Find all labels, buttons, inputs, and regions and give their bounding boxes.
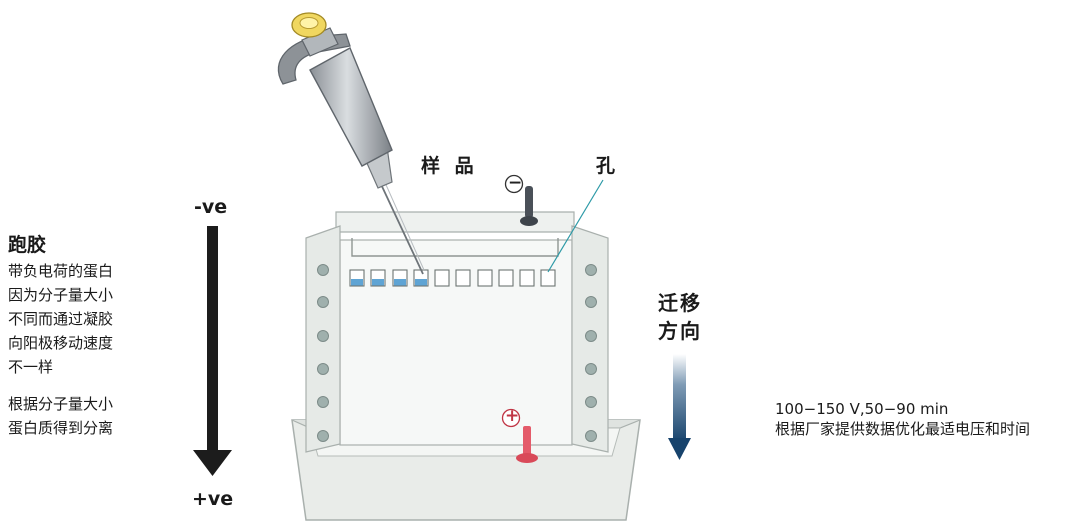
- well-label: 孔: [596, 155, 620, 177]
- migration-direction-line2: 方向: [658, 319, 702, 343]
- current-arrow: [193, 226, 232, 476]
- wells: [349, 269, 556, 287]
- negative-pole-label: -ve: [194, 196, 228, 218]
- positive-electrode: [501, 408, 538, 463]
- migration-direction-arrow: [668, 354, 691, 460]
- well: [434, 269, 450, 287]
- well-sample: [372, 279, 384, 286]
- well-leader-line: [547, 179, 604, 273]
- well-sample: [415, 279, 427, 286]
- minus-sign: −: [508, 173, 523, 193]
- voltage-time-condition: 100−150 V,50−90 min: [775, 400, 949, 418]
- optimization-note: 根据厂家提供数据优化最适电压和时间: [775, 420, 1031, 438]
- well: [455, 269, 471, 287]
- description-line: 向阳极移动速度: [8, 334, 114, 352]
- well-sample: [394, 279, 406, 286]
- summary-line: 蛋白质得到分离: [8, 419, 114, 437]
- well-sample: [351, 279, 363, 286]
- well: [540, 269, 556, 287]
- summary-line: 根据分子量大小: [8, 395, 114, 413]
- positive-pole-label: +ve: [192, 488, 234, 510]
- description-line: 不同而通过凝胶: [8, 310, 114, 328]
- well: [498, 269, 514, 287]
- panel-title: 跑胶: [8, 234, 47, 256]
- description-line: 因为分子量大小: [8, 286, 114, 304]
- right-electrode-post: [571, 225, 609, 453]
- well: [477, 269, 493, 287]
- description-line: 带负电荷的蛋白: [8, 262, 114, 280]
- negative-electrode: [504, 174, 538, 226]
- pipette-icon: [277, 12, 425, 275]
- migration-direction-line1: 迁移: [658, 291, 702, 315]
- sample-label: 样 品: [421, 155, 478, 177]
- well: [519, 269, 535, 287]
- left-electrode-post: [305, 225, 341, 453]
- plus-sign: +: [505, 406, 520, 426]
- description-line: 不一样: [8, 358, 54, 376]
